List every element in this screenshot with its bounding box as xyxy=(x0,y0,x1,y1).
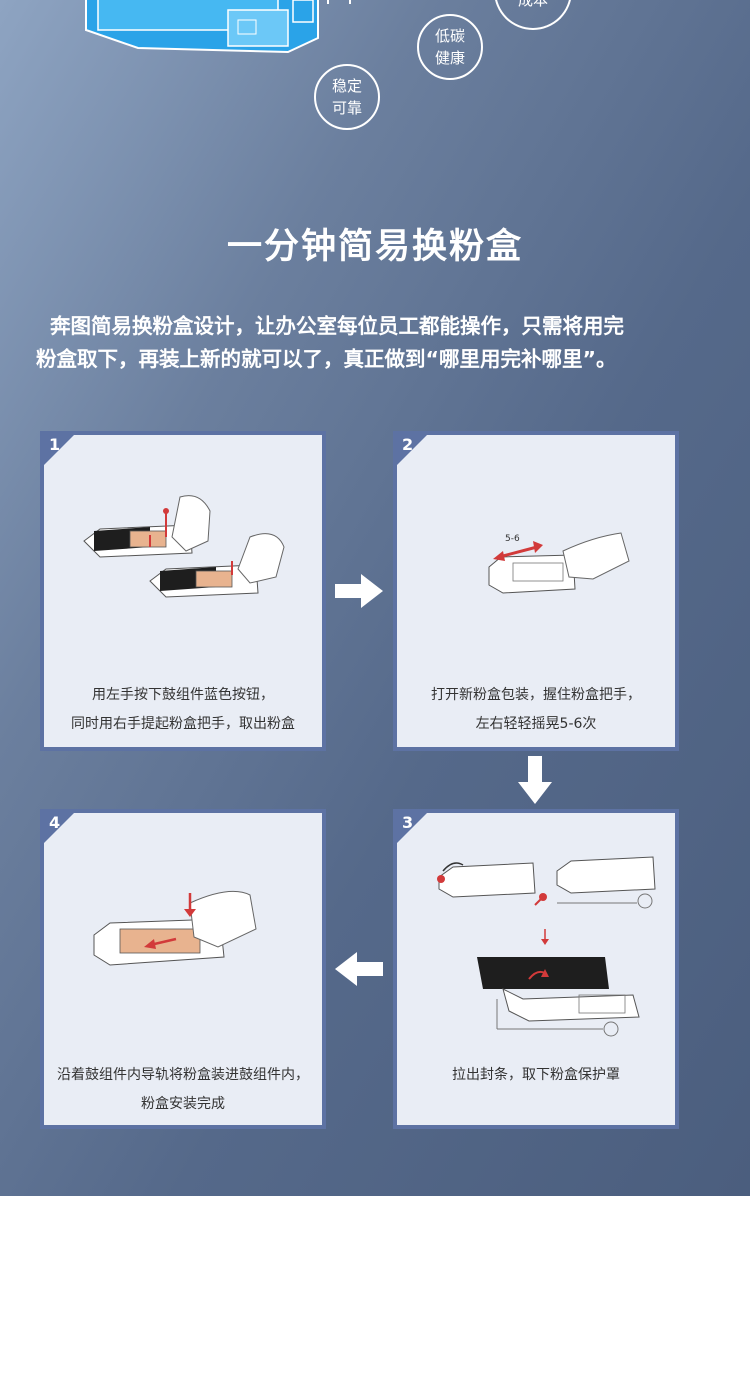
arrow-right-icon xyxy=(335,574,383,608)
shake-toner-illustration: 5-6 xyxy=(488,532,630,594)
badge-cost: 成本 xyxy=(494,0,572,30)
step-caption-line: 左右轻轻摇晃5-6次 xyxy=(475,716,597,732)
step-caption: 拉出封条，取下粉盒保护罩 xyxy=(397,1061,675,1090)
arrow-down-icon xyxy=(518,756,552,804)
badge-low-carbon-line2: 健康 xyxy=(434,49,465,67)
intro-line-1: 奔图简易换粉盒设计，让办公室每位员工都能操作，只需将用完 xyxy=(50,314,624,338)
step-number: 1 xyxy=(49,435,61,454)
step-number: 4 xyxy=(49,813,61,832)
step-card-3: 3 拉出封条，取下粉盒保护罩 xyxy=(393,809,679,1129)
badge-reliable-line2: 可靠 xyxy=(331,99,362,117)
page-headline: 一分钟简易换粉盒 xyxy=(226,227,523,267)
intro-paragraph: 奔图简易换粉盒设计，让办公室每位员工都能操作，只需将用完 粉盒取下，再装上新的就… xyxy=(36,310,726,376)
install-toner-illustration xyxy=(93,890,257,966)
step-caption-line: 拉出封条，取下粉盒保护罩 xyxy=(452,1067,620,1083)
remove-seal-illustration xyxy=(437,856,656,1037)
step-number: 3 xyxy=(402,813,414,832)
badge-reliable-line1: 稳定 xyxy=(331,77,362,95)
step-caption-line: 沿着鼓组件内导轨将粉盒装进鼓组件内， xyxy=(57,1067,309,1083)
step-card-2: 2 5-6 打开新粉盒包装，握住粉盒把手， 左右轻轻摇晃5-6次 xyxy=(393,431,679,751)
step-number-corner xyxy=(397,813,427,843)
shake-count-label: 5-6 xyxy=(505,534,520,544)
step-caption: 打开新粉盒包装，握住粉盒把手， 左右轻轻摇晃5-6次 xyxy=(397,681,675,739)
intro-line-2: 粉盒取下，再装上新的就可以了，真正做到“哪里用完补哪里”。 xyxy=(36,347,617,371)
arrow-left-icon xyxy=(335,952,383,986)
step-caption: 用左手按下鼓组件蓝色按钮， 同时用右手提起粉盒把手，取出粉盒 xyxy=(44,681,322,739)
step-card-4: 4 沿着鼓组件内导轨将粉盒装进鼓组件内， 粉盒安装完成 xyxy=(40,809,326,1129)
remove-toner-illustration xyxy=(83,495,285,598)
badge-low-carbon: 低碳 健康 xyxy=(417,14,483,80)
badge-reliable: 稳定 可靠 xyxy=(314,64,380,130)
step-caption-line: 粉盒安装完成 xyxy=(141,1096,225,1112)
step-number: 2 xyxy=(402,435,414,454)
step-caption: 沿着鼓组件内导轨将粉盒装进鼓组件内， 粉盒安装完成 xyxy=(44,1061,322,1119)
step-number-corner xyxy=(397,435,427,465)
step-number-corner xyxy=(44,813,74,843)
badge-cost-text: 成本 xyxy=(517,0,548,9)
badge-low-carbon-line1: 低碳 xyxy=(434,27,465,45)
toner-product-image xyxy=(85,0,351,54)
step-number-corner xyxy=(44,435,74,465)
step-card-1: 1 用左手按下鼓组件蓝色按钮， 同时用右手提起粉盒把手，取出粉盒 xyxy=(40,431,326,751)
step-caption-line: 用左手按下鼓组件蓝色按钮， xyxy=(92,687,274,703)
step-caption-line: 同时用右手提起粉盒把手，取出粉盒 xyxy=(71,716,295,732)
step-caption-line: 打开新粉盒包装，握住粉盒把手， xyxy=(431,687,641,703)
guide-banner: 成本 低碳 健康 稳定 可靠 一分钟简易换粉盒 奔图简易换粉盒设计，让办公室每位… xyxy=(0,0,750,1196)
